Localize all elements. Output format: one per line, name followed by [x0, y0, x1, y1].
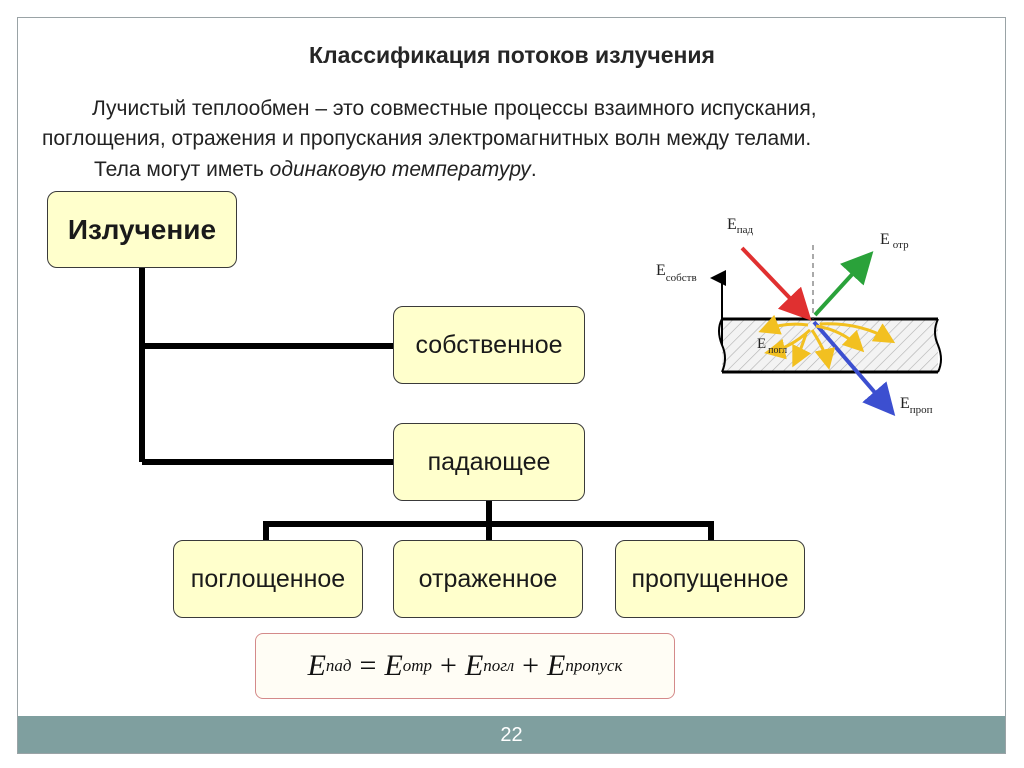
node-absorbed: поглощенное	[173, 540, 363, 618]
reflected-ray	[813, 251, 874, 317]
incident-ray	[740, 246, 812, 321]
paragraph-line-3-start: Тела могут иметь	[94, 158, 270, 181]
formula-equals: =	[359, 649, 377, 682]
footer-bar: 22	[18, 716, 1005, 753]
slide-title: Классификация потоков излучения	[309, 42, 715, 68]
formula-sub-incident: пад	[325, 656, 352, 675]
paragraph-line-3: Тела могут иметь одинаковую температуру.	[94, 158, 537, 182]
formula-plus-1: +	[440, 649, 457, 682]
slab-right-break	[934, 318, 942, 373]
label-e-incident: Eпад	[727, 216, 754, 236]
node-reflected: отраженное	[393, 540, 583, 618]
paragraph-line-2: поглощения, отражения и пропускания элек…	[42, 127, 812, 150]
absorbed-rays	[758, 314, 896, 370]
paragraph-line-1: Лучистый теплообмен – это совместные про…	[92, 97, 817, 120]
formula-sub-transmitted: пропуск	[565, 656, 623, 675]
node-incident: падающее	[393, 423, 585, 501]
label-e-own: Eсобств	[656, 262, 697, 284]
formula-plus-2: +	[522, 649, 540, 682]
paragraph-line-3-end: .	[530, 158, 537, 181]
transmitted-ray	[812, 320, 896, 417]
paragraph-emphasis: одинаковую температуру	[269, 158, 531, 181]
label-e-transmitted: Eпроп	[900, 395, 933, 416]
formula-e-reflected: E	[384, 649, 403, 682]
formula-sub-reflected: отр	[402, 656, 433, 675]
node-transmitted: пропущенное	[615, 540, 805, 618]
slide-frame	[17, 17, 1006, 754]
page-number: 22	[500, 724, 523, 746]
formula-e-absorbed: E	[464, 649, 484, 682]
node-radiation: Излучение	[47, 191, 237, 268]
body-slab	[722, 319, 938, 372]
node-own: собственное	[393, 306, 585, 384]
formula-e-incident: E	[307, 649, 326, 682]
formula-sub-absorbed: погл	[483, 656, 515, 675]
formula-e-transmitted: E	[547, 649, 566, 682]
